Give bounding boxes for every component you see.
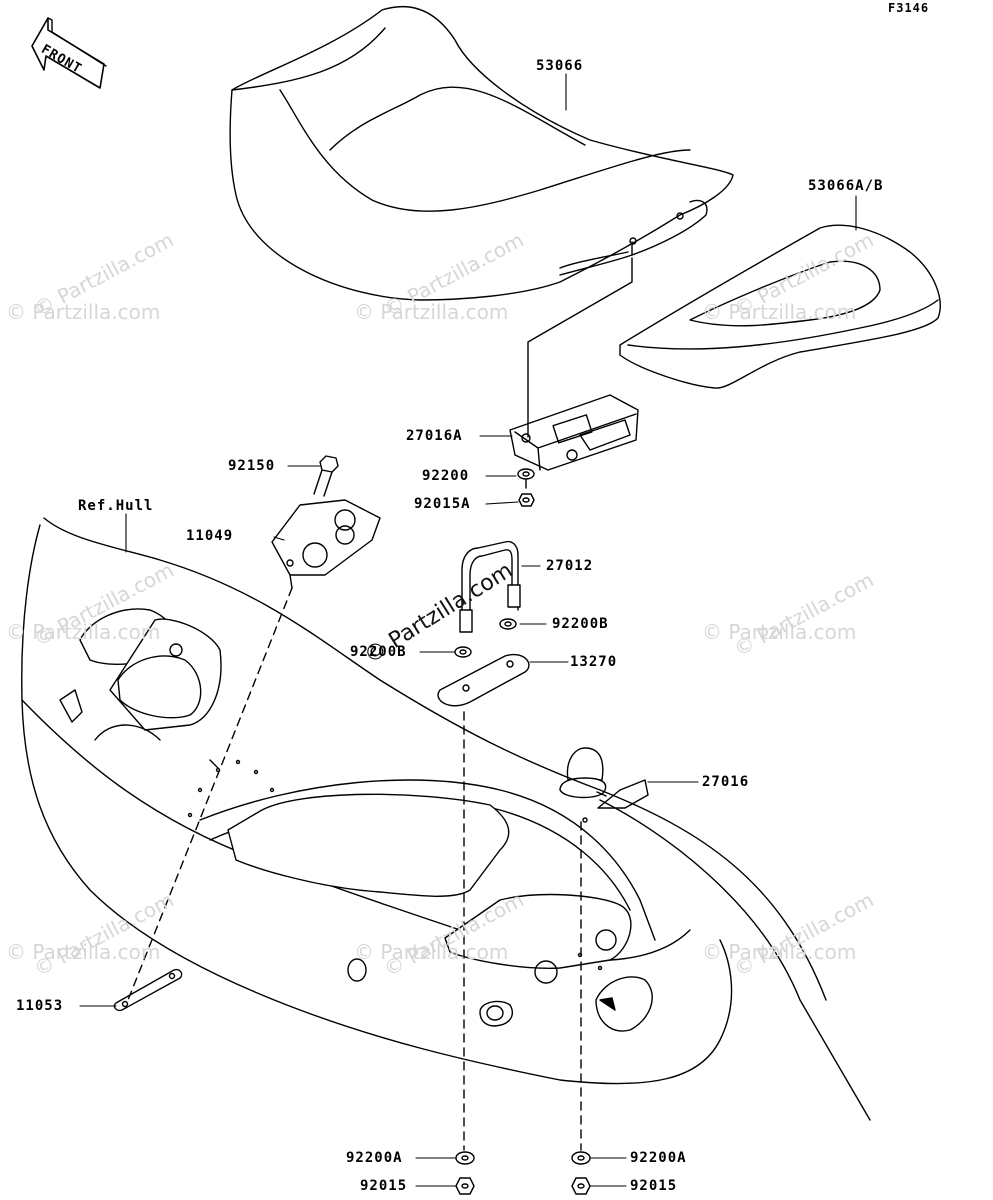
hull-drawing	[21, 517, 871, 1121]
washer-92200b-right-drawing	[499, 618, 517, 630]
label-92015-left: 92015	[360, 1178, 408, 1194]
nut-92015-left-drawing	[455, 1177, 475, 1195]
washer-92200a-right-drawing	[571, 1151, 591, 1165]
label-13270: 13270	[570, 654, 618, 670]
alignment-lines	[127, 479, 582, 1151]
leader-lines	[79, 73, 857, 1187]
label-92015-right: 92015	[630, 1178, 678, 1194]
label-27012: 27012	[546, 558, 594, 574]
label-92015a: 92015A	[414, 496, 471, 512]
bracket-11049-drawing	[271, 499, 381, 589]
label-53066ab: 53066A/B	[808, 178, 884, 194]
u-bolt-27012-drawing	[459, 540, 521, 633]
watermark-2: © Partzilla.com	[354, 300, 509, 324]
watermark-8: © Partzilla.com	[702, 940, 857, 964]
label-92200b-right: 92200B	[552, 616, 609, 632]
knob-27016-drawing	[559, 747, 649, 823]
nut-92015-right-drawing	[571, 1177, 591, 1195]
watermark-5: © Partzilla.com	[702, 620, 857, 644]
plate-13270-drawing	[437, 653, 530, 707]
label-27016a: 27016A	[406, 428, 463, 444]
label-92150: 92150	[228, 458, 276, 474]
rear-seat-drawing	[619, 224, 941, 389]
washer-92200a-left-drawing	[455, 1151, 475, 1165]
label-11049: 11049	[186, 528, 234, 544]
label-92200b-left: 92200B	[350, 644, 407, 660]
label-92200: 92200	[422, 468, 470, 484]
diagram-code: F3146	[888, 1, 930, 15]
label-92200a-left: 92200A	[346, 1150, 403, 1166]
main-seat-drawing	[229, 5, 734, 301]
label-11053: 11053	[16, 998, 64, 1014]
label-92200a-right: 92200A	[630, 1150, 687, 1166]
label-53066: 53066	[536, 58, 584, 74]
watermark-6: © Partzilla.com	[6, 940, 161, 964]
latch-drawing	[509, 257, 639, 471]
washer-92200b-left-drawing	[454, 646, 472, 658]
nut-92015a-drawing	[518, 493, 535, 507]
strap-11053-drawing	[113, 968, 183, 1012]
watermark-4: © Partzilla.com	[6, 620, 161, 644]
label-ref-hull: Ref.Hull	[78, 498, 154, 514]
watermark-1: © Partzilla.com	[6, 300, 161, 324]
watermark-7: © Partzilla.com	[354, 940, 509, 964]
bolt-92150-drawing	[313, 455, 339, 497]
label-27016: 27016	[702, 774, 750, 790]
watermark-3: © Partzilla.com	[702, 300, 857, 324]
washer-92200-drawing	[517, 468, 535, 480]
front-arrow-icon	[31, 17, 107, 89]
